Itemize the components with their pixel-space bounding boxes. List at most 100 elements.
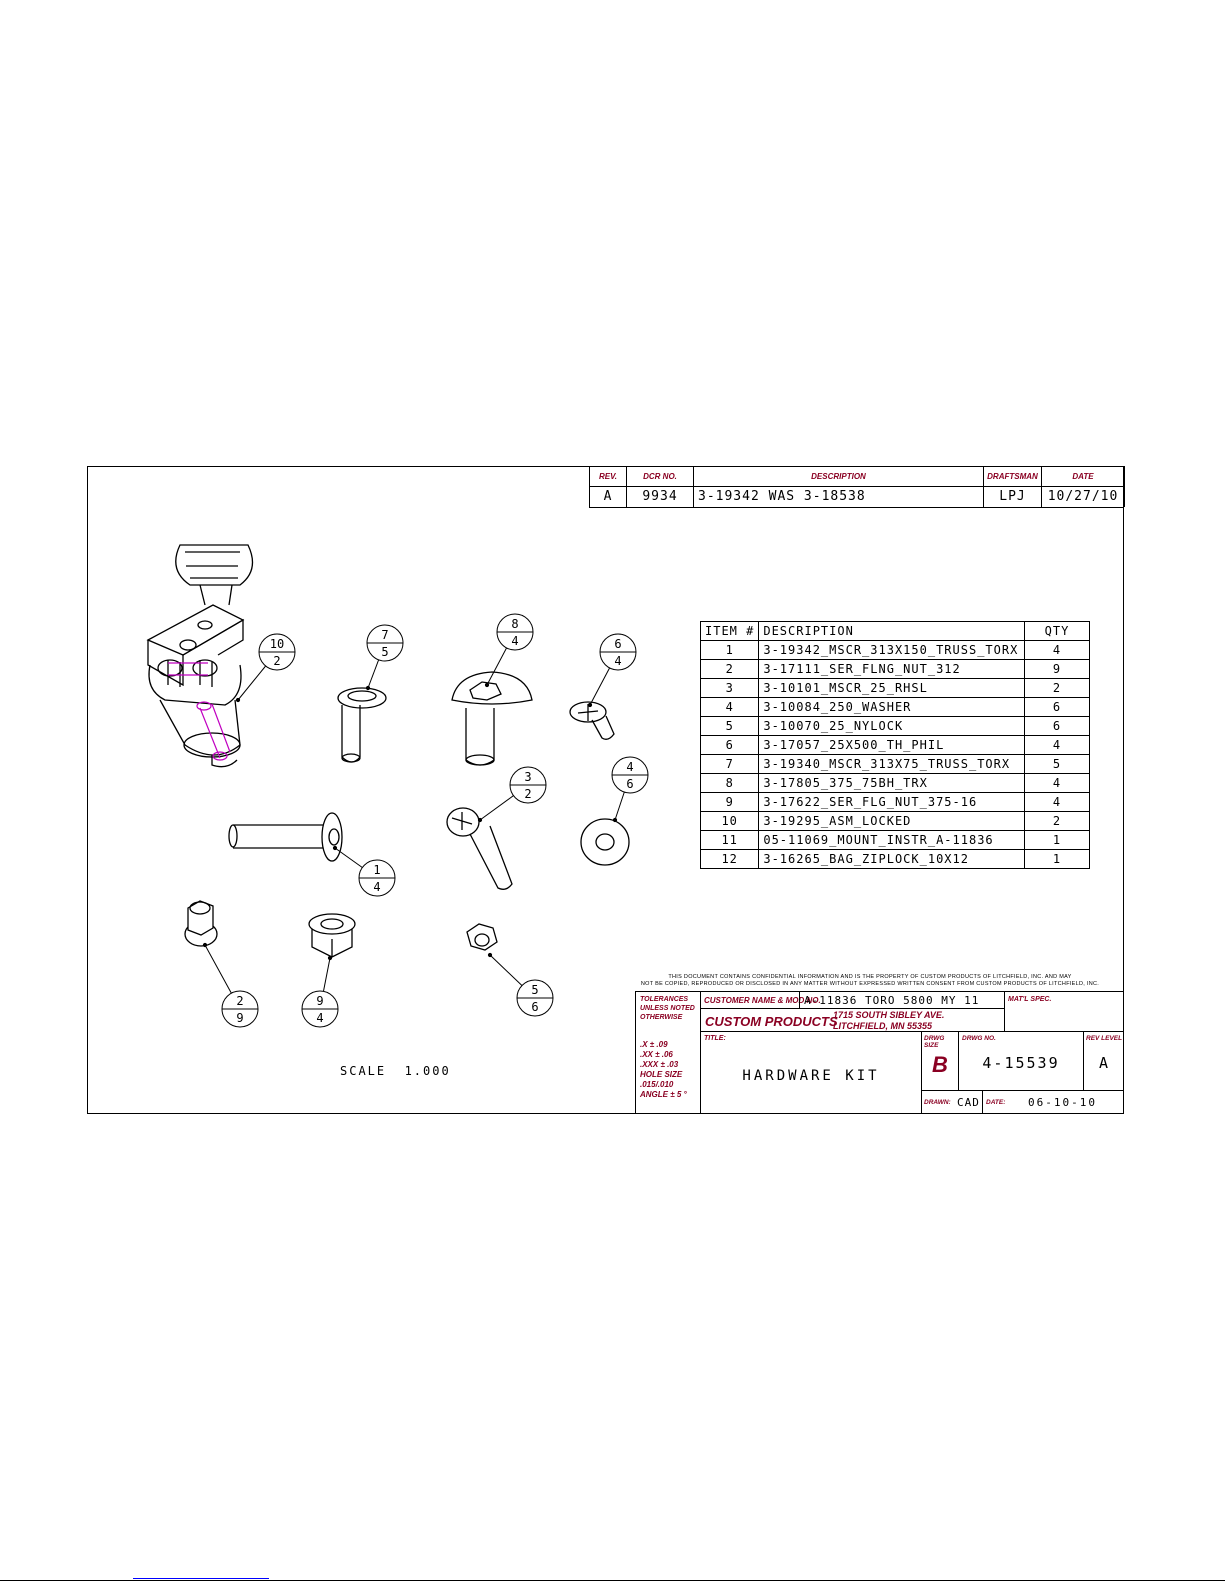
balloon-item-number: 5 bbox=[531, 983, 538, 997]
title-label: TITLE: bbox=[704, 1035, 726, 1042]
dwg-size-label: DRWG SIZE bbox=[924, 1035, 945, 1049]
date-label: DATE: bbox=[986, 1099, 1006, 1106]
drawn-cell: DRAWN: CAD bbox=[921, 1090, 983, 1114]
drawing-sheet-border bbox=[87, 466, 1124, 1114]
leader-arrowhead bbox=[235, 697, 241, 703]
leader-arrowhead bbox=[612, 817, 618, 823]
dcr-no-header: DCR NO. bbox=[643, 471, 677, 481]
bom-item-number: 12 bbox=[699, 849, 760, 869]
balloon-qty: 2 bbox=[273, 654, 280, 668]
balloon-qty: 6 bbox=[531, 1000, 538, 1014]
rev-level-value: A bbox=[1098, 1054, 1109, 1072]
confidential-line-2: NOT BE COPIED, REPRODUCED OR DISCLOSED I… bbox=[640, 981, 1100, 987]
tolerance-xxx: .XXX ± .03 bbox=[640, 1060, 679, 1069]
revision-description: 3-19342 WAS 3-18538 bbox=[698, 489, 866, 504]
bom-qty-header: QTY bbox=[1024, 621, 1090, 641]
title-block: TOLERANCES UNLESS NOTED OTHERWISE .X ± .… bbox=[635, 991, 1124, 1114]
company-name: CUSTOM PRODUCTS bbox=[705, 1014, 838, 1029]
balloon-callout: 94 bbox=[301, 955, 339, 1028]
dcr-no-value: 9934 bbox=[642, 489, 678, 504]
revision-block: REV. DCR NO. DESCRIPTION DRAFTSMAN DATE … bbox=[589, 466, 1125, 508]
company-cell: CUSTOM PRODUCTS 1715 SOUTH SIBLEY AVE. L… bbox=[700, 1008, 1005, 1032]
draftsman-value: LPJ bbox=[999, 489, 1026, 504]
bom-description: 3-10101_MSCR_25_RHSL bbox=[758, 678, 1025, 698]
scale-label: SCALE 1.000 bbox=[340, 1064, 451, 1078]
balloon-callout: 75 bbox=[365, 624, 404, 691]
balloon-item-number: 1 bbox=[373, 863, 380, 877]
truss-screw-item-7 bbox=[337, 687, 387, 763]
balloon-qty: 6 bbox=[626, 777, 633, 791]
draftsman-header: DRAFTSMAN bbox=[987, 471, 1038, 481]
tolerance-xx: .XX ± .06 bbox=[640, 1050, 673, 1059]
dwg-no-cell: DRWG NO. 4-15539 bbox=[958, 1031, 1084, 1091]
balloon-callout: 32 bbox=[477, 766, 547, 823]
balloon-qty: 4 bbox=[373, 880, 380, 894]
balloon-item-number: 8 bbox=[511, 617, 518, 631]
balloon-item-number: 9 bbox=[316, 994, 323, 1008]
bom-qty: 1 bbox=[1024, 849, 1090, 869]
rev-level-cell: REV LEVEL A bbox=[1083, 1031, 1124, 1091]
tolerances-label-2: UNLESS NOTED bbox=[640, 1005, 695, 1012]
address-line-2: LITCHFIELD, MN 55355 bbox=[833, 1021, 933, 1031]
matl-spec-cell: MAT'L SPEC. bbox=[1004, 991, 1124, 1032]
balloon-qty: 2 bbox=[524, 787, 531, 801]
confidential-line-1: THIS DOCUMENT CONTAINS CONFIDENTIAL INFO… bbox=[668, 974, 1072, 980]
balloon-qty: 9 bbox=[236, 1011, 243, 1025]
leader-arrowhead bbox=[332, 845, 338, 851]
customer-label: CUSTOMER NAME & MOD NO. bbox=[704, 996, 821, 1005]
balloon-callout: 84 bbox=[484, 613, 534, 688]
flange-nut-item-2 bbox=[184, 900, 218, 947]
drawn-label: DRAWN: bbox=[924, 1099, 951, 1106]
balloon-callout: 102 bbox=[235, 633, 296, 703]
balloon-item-number: 2 bbox=[236, 994, 243, 1008]
tolerances-label-3: OTHERWISE bbox=[640, 1014, 683, 1021]
dwg-no-label: DRWG NO. bbox=[962, 1035, 996, 1042]
leader-arrowhead bbox=[587, 702, 593, 708]
dwg-size-cell: DRWG SIZE B bbox=[921, 1031, 959, 1091]
tolerances-cell: TOLERANCES UNLESS NOTED OTHERWISE .X ± .… bbox=[635, 991, 701, 1114]
drawing-title: HARDWARE KIT bbox=[742, 1068, 880, 1084]
hole-size-value: .015/.010 bbox=[640, 1080, 674, 1089]
balloon-qty: 4 bbox=[614, 654, 621, 668]
bom-description: 3-19342_MSCR_313X150_TRUSS_TORX bbox=[758, 640, 1025, 660]
page-link-underline[interactable] bbox=[133, 1578, 269, 1579]
leader-arrowhead bbox=[484, 682, 490, 688]
button-head-screw-item-8 bbox=[451, 671, 533, 766]
leader-arrowhead bbox=[202, 942, 208, 948]
bom-description: 3-10084_250_WASHER bbox=[758, 697, 1025, 717]
truss-screw-item-1 bbox=[228, 812, 343, 862]
balloon-qty: 4 bbox=[511, 634, 518, 648]
balloon-qty: 4 bbox=[316, 1011, 323, 1025]
revision-date-value: 10/27/10 bbox=[1047, 489, 1119, 504]
drawn-value: CAD bbox=[957, 1096, 980, 1109]
date-value: 06-10-10 bbox=[1028, 1096, 1097, 1109]
dwg-size-value: B bbox=[932, 1052, 948, 1077]
title-cell: TITLE: HARDWARE KIT bbox=[700, 1031, 922, 1114]
rev-header: REV. bbox=[599, 471, 617, 481]
bom-description: 3-17805_375_75BH_TRX bbox=[758, 773, 1025, 793]
hole-size-label: HOLE SIZE bbox=[640, 1070, 683, 1079]
revision-header-row: REV. DCR NO. DESCRIPTION DRAFTSMAN DATE bbox=[590, 466, 1125, 487]
flange-nut-item-9 bbox=[308, 913, 356, 958]
date-header: DATE bbox=[1072, 471, 1094, 481]
balloon-callout: 46 bbox=[611, 756, 649, 823]
address-line-1: 1715 SOUTH SIBLEY AVE. bbox=[833, 1010, 945, 1020]
bom-header-row: ITEM # DESCRIPTION QTY bbox=[699, 621, 1090, 641]
leader-arrowhead bbox=[327, 955, 333, 961]
matl-spec-label: MAT'L SPEC. bbox=[1008, 996, 1052, 1003]
balloon-item-number: 3 bbox=[524, 770, 531, 784]
bom-description: 3-16265_BAG_ZIPLOCK_10X12 bbox=[758, 849, 1025, 869]
rev-level-label: REV LEVEL bbox=[1086, 1035, 1123, 1042]
round-head-screw-item-3 bbox=[446, 807, 513, 890]
bom-description: 05-11069_MOUNT_INSTR_A-11836 bbox=[758, 830, 1025, 850]
date-cell: DATE: 06-10-10 bbox=[982, 1090, 1124, 1114]
bom-description: 3-17622_SER_FLG_NUT_375-16 bbox=[758, 792, 1025, 812]
leader-arrowhead bbox=[477, 817, 483, 823]
